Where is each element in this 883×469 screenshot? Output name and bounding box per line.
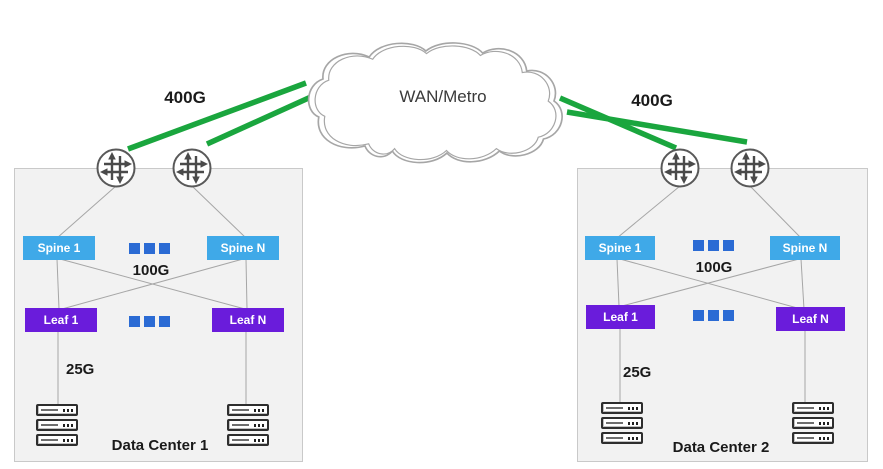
server-stack-icon [36, 404, 78, 446]
wan-link-dc2-router2 [566, 109, 748, 145]
link-router2-spineN-dc2 [749, 185, 802, 239]
link-router2-spineN-dc1 [191, 185, 247, 239]
ellipsis-icon [129, 243, 170, 254]
link-spineN-leafN-dc1 [245, 258, 248, 310]
link-spineN-leaf1-dc1 [61, 258, 244, 310]
wan-link-dc1-router1 [127, 80, 307, 152]
server-icon [792, 402, 834, 414]
server-icon [36, 419, 78, 431]
server-stack-icon [792, 402, 834, 444]
dc1-spine1-node: Spine 1 [23, 236, 95, 260]
dc2-fabric-links [616, 185, 806, 404]
dc2-spineN-node: Spine N [770, 236, 840, 260]
dc2-fabric-speed-label: 100G [695, 259, 733, 276]
link-spineN-leaf1-dc2 [621, 258, 800, 307]
dc1-wan-speed-label: 400G [164, 88, 206, 107]
dc1-leaf1-node: Leaf 1 [25, 308, 97, 332]
server-stack-icon [601, 402, 643, 444]
dc1-leafN-node: Leaf N [212, 308, 284, 332]
wan-links [127, 80, 748, 152]
server-icon [601, 417, 643, 429]
server-icon [36, 434, 78, 446]
link-router1-spine1-dc2 [616, 185, 681, 239]
server-icon [601, 402, 643, 414]
server-icon [36, 404, 78, 416]
ellipsis-icon [693, 310, 734, 321]
dc2-server-speed-label: 25G [623, 364, 652, 381]
router-icon [730, 148, 770, 188]
dc2-wan-speed-label: 400G [631, 91, 673, 110]
server-icon [227, 404, 269, 416]
link-spine1-leaf1-dc1 [56, 258, 60, 310]
wan-label: WAN/Metro [399, 87, 487, 106]
dc1-title: Data Center 1 [111, 437, 209, 454]
router-icon [660, 148, 700, 188]
server-stack-icon [227, 404, 269, 446]
dc1-server-speed-label: 25G [66, 361, 95, 378]
dc2-spine1-node: Spine 1 [585, 236, 655, 260]
server-icon [227, 434, 269, 446]
dc1-fabric-speed-label: 100G [132, 262, 170, 279]
link-spine1-leaf1-dc2 [616, 258, 620, 307]
dc2-title: Data Center 2 [672, 439, 770, 456]
dc1-fabric-links [56, 185, 248, 406]
server-icon [601, 432, 643, 444]
ellipsis-icon [693, 240, 734, 251]
dc2-leaf1-node: Leaf 1 [586, 305, 655, 329]
dc1-spineN-node: Spine N [207, 236, 279, 260]
server-icon [227, 419, 269, 431]
server-icon [792, 417, 834, 429]
wan-cloud [307, 42, 563, 164]
link-spineN-leafN-dc2 [800, 258, 805, 310]
dc2-leafN-node: Leaf N [776, 307, 845, 331]
ellipsis-icon [129, 316, 170, 327]
cloud-outline-inner [314, 45, 557, 161]
router-icon [96, 148, 136, 188]
link-spine1-leafN-dc2 [619, 258, 802, 310]
wan-link-dc1-router2 [205, 93, 315, 147]
router-icon [172, 148, 212, 188]
server-icon [792, 432, 834, 444]
link-router1-spine1-dc1 [56, 185, 117, 239]
